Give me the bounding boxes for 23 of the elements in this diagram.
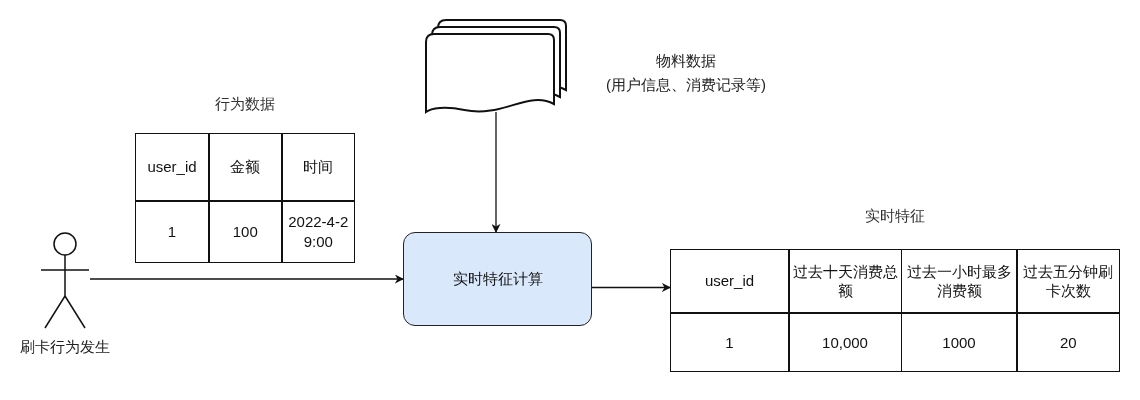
column-header: 过去五分钟刷卡次数 (1017, 250, 1119, 312)
column-header: 时间 (282, 134, 354, 200)
table-title: 行为数据 (214, 95, 276, 114)
arrow (89, 274, 404, 284)
data-value: 2022-4-2 9:00 (282, 201, 354, 262)
column-header: 金额 (209, 134, 281, 200)
column-header: user_id (671, 250, 788, 312)
data-value: 10,000 (789, 313, 901, 371)
node-label: 物料数据 (655, 52, 717, 71)
process-box: 实时特征计算 (403, 232, 592, 326)
column-header: 过去一小时最多消费额 (902, 250, 1016, 312)
data-value: 100 (209, 201, 281, 262)
node-label: 刷卡行为发生 (19, 338, 111, 357)
column-header: user_id (136, 134, 208, 200)
arrow (491, 111, 501, 233)
data-value: 20 (1017, 313, 1119, 371)
node-label: (用户信息、消费记录等) (605, 76, 767, 95)
data-value: 1000 (902, 313, 1016, 371)
table-title: 实时特征 (864, 207, 926, 226)
column-header: 过去十天消费总额 (789, 250, 901, 312)
arrow (591, 283, 671, 292)
data-value: 1 (136, 201, 208, 262)
data-value: 1 (671, 313, 788, 371)
